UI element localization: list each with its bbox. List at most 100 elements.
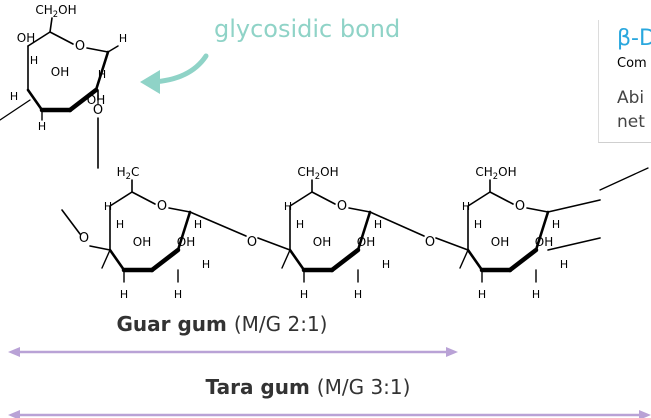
ring-oxygen: O [515, 199, 525, 214]
ring-bond [131, 191, 156, 205]
ring-bond [489, 191, 514, 205]
substituent-bond [49, 17, 53, 33]
mannose-h-upper-left: H [284, 200, 292, 213]
ring-bond [49, 31, 74, 45]
mannose-ring-2: O [288, 191, 372, 273]
mannose-h-inner: H [474, 218, 482, 231]
galactose-ch2oh: CH2OH [35, 3, 76, 19]
ring-bond [288, 248, 306, 272]
mannose-oh-right: OH [177, 235, 195, 249]
chain-end-bond [89, 245, 111, 251]
mannose-ring-1: O [108, 191, 192, 273]
bridge-bond [435, 237, 469, 251]
mannose-oh-right: OH [357, 235, 375, 249]
connector-line [0, 99, 31, 121]
callout-line-1: Abi [617, 88, 645, 108]
mannose-ch2oh-2: CH2OH [297, 165, 338, 181]
mannose-h-inner: H [296, 218, 304, 231]
ring-bond [534, 210, 550, 252]
mannose-h2c: H2C [117, 165, 140, 181]
guar-gum-label: Guar gum (M/G 2:1) [117, 312, 328, 336]
bridge-oxygen-1: O [247, 235, 257, 250]
bridge-bond [189, 211, 247, 237]
glycosidic-oxygen: O [93, 103, 103, 118]
chain-end-bond [61, 209, 81, 235]
mannose-h-right: H [552, 218, 560, 231]
ring-bond [26, 88, 44, 112]
ring-bond [67, 87, 99, 113]
connector-line [599, 167, 649, 191]
galactose-h-bottom: H [38, 120, 46, 133]
ring-bond [109, 191, 133, 207]
chain-end-bond [547, 199, 601, 213]
guar-gum-arrow-head-right [446, 347, 458, 357]
galactose-h-left-low: H [10, 90, 18, 103]
ring-bond [311, 191, 336, 205]
bridge-bond [257, 237, 291, 251]
chain-start-oxygen: O [79, 231, 89, 246]
galactose-ring: O [26, 31, 110, 113]
glycosidic-bond-label: glycosidic bond [214, 15, 400, 43]
guar-gum-arrow-head-left [8, 347, 20, 357]
bridge-bond [369, 211, 425, 237]
callout-line-2: net [617, 112, 645, 132]
ring-oxygen: O [157, 199, 167, 214]
mannose-oh-left: OH [313, 235, 331, 249]
mannose-h-upper-left: H [462, 200, 470, 213]
ring-bond [467, 191, 491, 207]
galactose-oh-bottom-right: OH [87, 93, 105, 107]
ring-bond [168, 207, 191, 213]
ring-bond [526, 207, 549, 213]
galactose-h-anomeric: H [119, 32, 127, 45]
mannose-h-right: H [194, 218, 202, 231]
substituent-bond [101, 249, 111, 269]
callout-title: β-D [617, 26, 651, 51]
mannose-h-lower-right: H [560, 258, 568, 271]
callout-box: β-D Com Abi net [598, 20, 651, 143]
tara-gum-arrow-head-right [639, 410, 651, 418]
mannose-ch2oh-3: CH2OH [475, 165, 516, 181]
ring-bond [176, 210, 192, 252]
substituent-bond [281, 249, 291, 269]
ring-bond [149, 247, 181, 273]
ring-bond [27, 31, 51, 47]
galactose-h-right: H [98, 68, 106, 81]
ring-bond [86, 47, 109, 53]
mannose-h-bottom-right: H [354, 288, 362, 301]
ring-oxygen: O [75, 39, 85, 54]
mannose-h-lower-right: H [382, 258, 390, 271]
ring-bond [466, 248, 484, 272]
ring-bond [507, 247, 539, 273]
mannose-oh-left: OH [133, 235, 151, 249]
mannose-h-bottom-left: H [300, 288, 308, 301]
bridge-oxygen-2: O [425, 235, 435, 250]
chain-end-bond [547, 237, 601, 251]
galactose-h-left: H [30, 54, 38, 67]
substituent-bond [107, 45, 119, 53]
ring-bond [108, 248, 126, 272]
mannose-oh-right: OH [535, 235, 553, 249]
galactose-oh-mid: OH [51, 65, 69, 79]
mannose-ring-3: O [466, 191, 550, 273]
mannose-h-right: H [374, 218, 382, 231]
ring-bond [348, 207, 371, 213]
mannose-h-bottom-left: H [478, 288, 486, 301]
ring-bond [94, 50, 110, 92]
mannose-h-bottom-left: H [120, 288, 128, 301]
mannose-h-bottom-right: H [532, 288, 540, 301]
ring-bond [329, 247, 361, 273]
mannose-h-bottom-right: H [174, 288, 182, 301]
glycosidic-bond-arrow-shaft [149, 53, 209, 85]
ring-bond [289, 191, 313, 207]
ring-bond [356, 210, 372, 252]
glycosidic-bond-arrow-head [140, 70, 160, 94]
substituent-bond [459, 249, 469, 269]
ring-oxygen: O [337, 199, 347, 214]
tara-gum-label: Tara gum (M/G 3:1) [206, 375, 411, 399]
mannose-h-upper-left: H [104, 200, 112, 213]
galactose-oh-top-left: OH [17, 31, 35, 45]
mannose-h-lower-right: H [202, 258, 210, 271]
tara-gum-arrow-head-left [8, 410, 20, 418]
